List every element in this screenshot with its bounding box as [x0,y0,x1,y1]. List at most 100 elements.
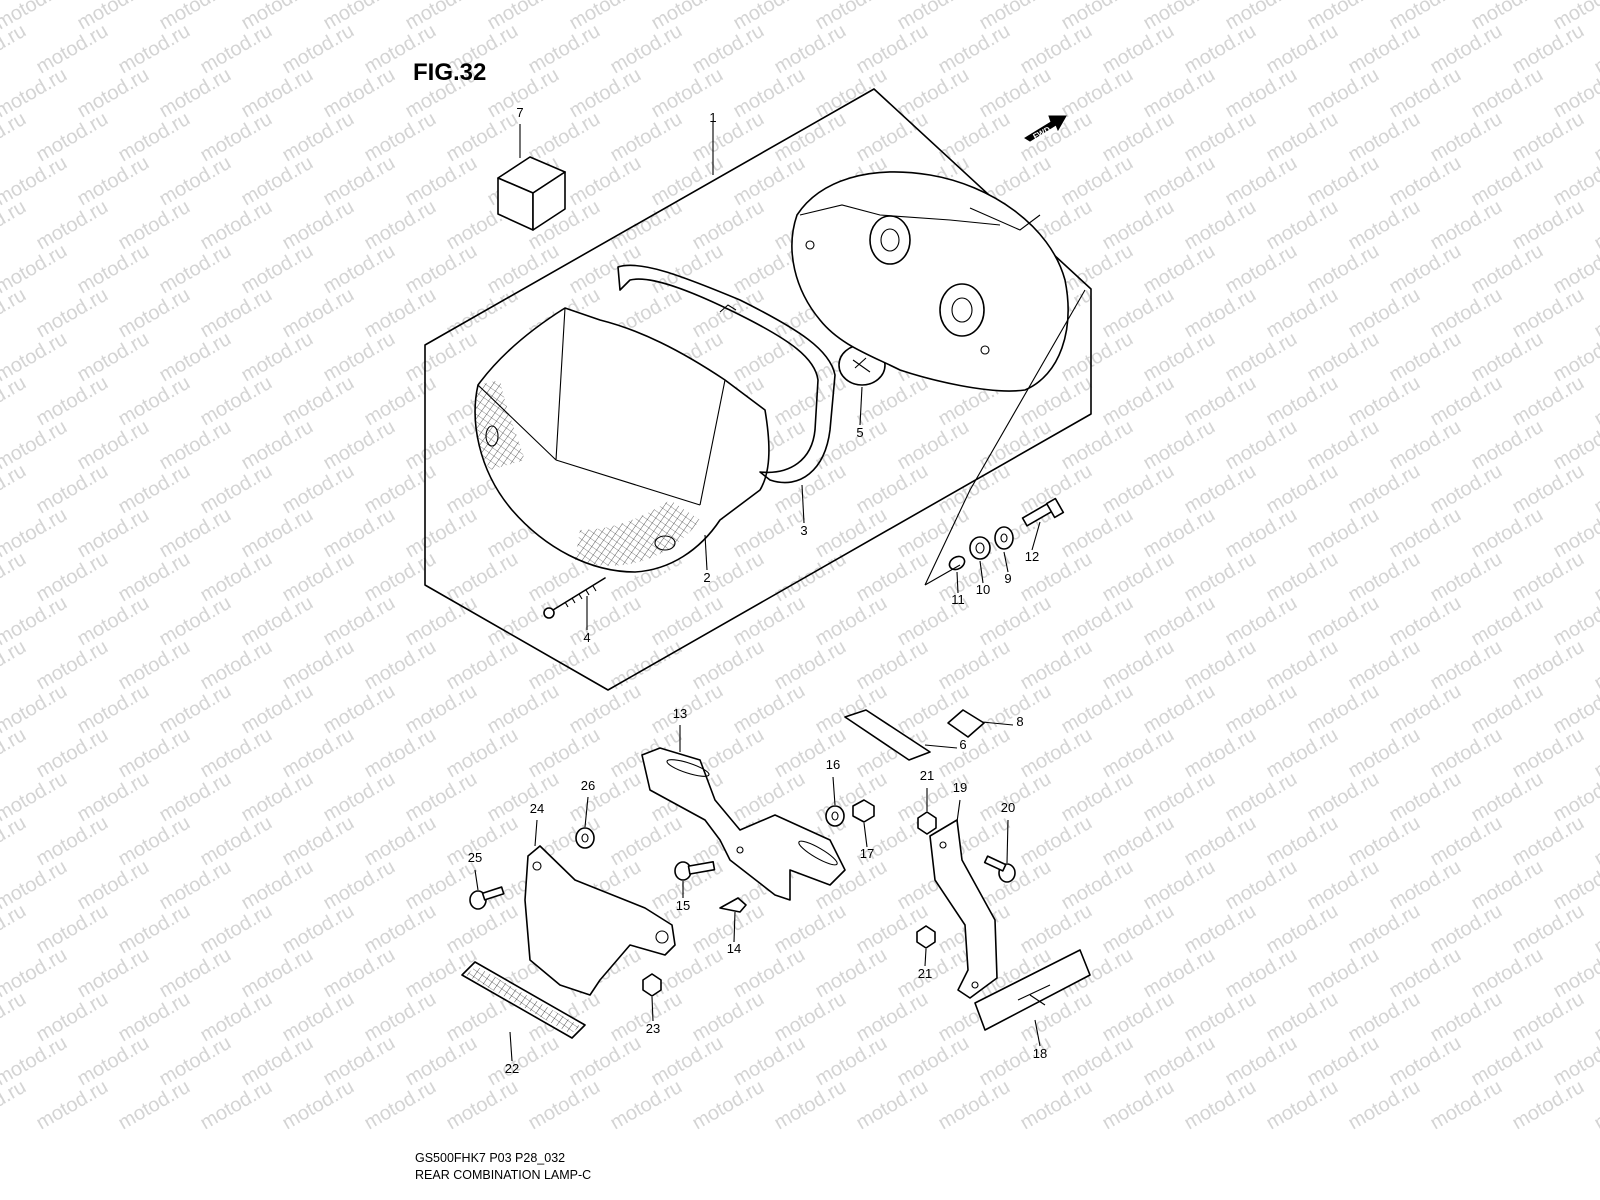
watermark-text: motod.ru [1509,900,1588,959]
watermark-text: motod.ru [320,592,399,651]
watermark-text: motod.ru [33,636,112,695]
watermark-text: motod.ru [1263,108,1342,167]
watermark-text: motod.ru [74,944,153,1003]
watermark-text: motod.ru [320,1032,399,1091]
watermark-text: motod.ru [771,460,850,519]
watermark-text: motod.ru [894,944,973,1003]
watermark-text: motod.ru [812,416,891,475]
watermark-text: motod.ru [1181,284,1260,343]
watermark-text: motod.ru [402,592,481,651]
watermark-text: motod.ru [525,724,604,783]
watermark-text: motod.ru [1058,504,1137,563]
watermark-text: motod.ru [1140,856,1219,915]
watermark-text: motod.ru [74,504,153,563]
watermark-text: motod.ru [1427,812,1506,871]
watermark-text: motod.ru [115,1076,194,1135]
callout-label: 14 [727,941,741,956]
watermark-text: motod.ru [1345,284,1424,343]
callout-label: 1 [709,110,716,125]
callout-leader [863,822,868,848]
watermark-text: motod.ru [279,372,358,431]
watermark-text: motod.ru [1181,988,1260,1047]
watermark-text: motod.ru [771,636,850,695]
watermark-text: motod.ru [771,372,850,431]
watermark-text: motod.ru [238,592,317,651]
watermark-text: motod.ru [1468,504,1547,563]
watermark-text: motod.ru [1591,1076,1600,1135]
watermark-text: motod.ru [853,108,932,167]
watermark-text: motod.ru [115,724,194,783]
watermark-text: motod.ru [730,680,809,739]
watermark-text: motod.ru [279,636,358,695]
part-21-nut-upper [917,811,937,835]
watermark-text: motod.ru [1591,20,1600,79]
watermark-text: motod.ru [1386,1032,1465,1091]
callout-label: 9 [1004,571,1011,586]
watermark-text: motod.ru [156,680,235,739]
watermark-text: motod.ru [689,548,768,607]
watermark-text: motod.ru [607,636,686,695]
part-21-nut-lower [916,925,936,949]
part-12-bolt [1021,497,1065,527]
watermark-text: motod.ru [1345,1076,1424,1135]
watermark-text: motod.ru [1468,856,1547,915]
watermark-text: motod.ru [361,108,440,167]
watermark-text: motod.ru [197,284,276,343]
watermark-text: motod.ru [402,680,481,739]
watermark-text: motod.ru [1181,724,1260,783]
watermark-text: motod.ru [74,152,153,211]
watermark-text: motod.ru [402,768,481,827]
watermark-text: motod.ru [607,196,686,255]
watermark-text: motod.ru [1345,724,1424,783]
watermark-text: motod.ru [1509,636,1588,695]
watermark-text: motod.ru [33,284,112,343]
watermark-text: motod.ru [1427,900,1506,959]
watermark-text: motod.ru [1099,1076,1178,1135]
callout-label: 25 [468,850,482,865]
watermark-text: motod.ru [320,504,399,563]
watermark-text: motod.ru [1345,196,1424,255]
part-20-screw [983,855,1016,883]
watermark-text: motod.ru [1263,900,1342,959]
watermark-text: motod.ru [74,768,153,827]
watermark-text: motod.ru [1509,20,1588,79]
watermark-text: motod.ru [361,900,440,959]
watermark-text: motod.ru [33,900,112,959]
watermark-text: motod.ru [1304,1032,1383,1091]
watermark-text: motod.ru [525,20,604,79]
watermark-text: motod.ru [1386,152,1465,211]
watermark-text: motod.ru [771,548,850,607]
watermark-text: motod.ru [1058,1032,1137,1091]
watermark-text: motod.ru [156,64,235,123]
watermark-text: motod.ru [1099,988,1178,1047]
watermark-text: motod.ru [689,988,768,1047]
watermark-text: motod.ru [607,108,686,167]
watermark-text: motod.ru [812,768,891,827]
watermark-text: motod.ru [566,592,645,651]
watermark-text: motod.ru [1427,636,1506,695]
watermark-text: motod.ru [1304,944,1383,1003]
watermark-text: motod.ru [976,768,1055,827]
watermark-text: motod.ru [0,812,30,871]
part-6-strip [844,709,931,761]
watermark-text: motod.ru [1099,196,1178,255]
watermark-text: motod.ru [1304,856,1383,915]
watermark-text: motod.ru [1263,812,1342,871]
watermark-text: motod.ru [1427,460,1506,519]
watermark-text: motod.ru [0,460,30,519]
watermark-text: motod.ru [197,1076,276,1135]
watermark-text: motod.ru [320,416,399,475]
watermark-text: motod.ru [1509,372,1588,431]
watermark-text: motod.ru [361,988,440,1047]
watermark-text: motod.ru [197,812,276,871]
watermark-text: motod.ru [115,900,194,959]
watermark-text: motod.ru [1181,1076,1260,1135]
part-14-pin [719,897,747,913]
watermark-text: motod.ru [115,812,194,871]
watermark-text: motod.ru [279,548,358,607]
watermark-text: motod.ru [1386,856,1465,915]
watermark-text: motod.ru [1509,108,1588,167]
lamp-housing [791,171,1069,392]
watermark-text: motod.ru [156,152,235,211]
